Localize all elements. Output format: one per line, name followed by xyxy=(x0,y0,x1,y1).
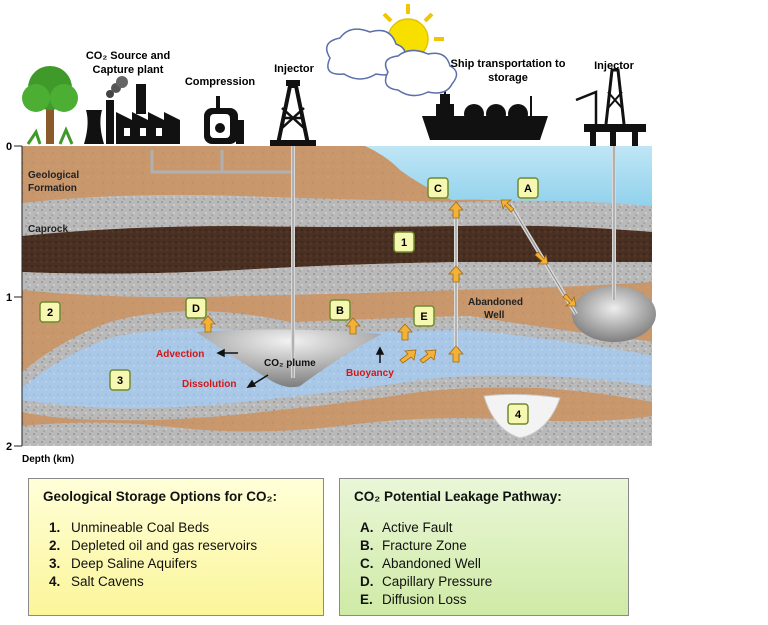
label-co2-source-1: CO₂ Source and xyxy=(86,50,170,62)
svg-text:1: 1 xyxy=(401,237,407,249)
label-ship-1: Ship transportation to xyxy=(451,58,566,70)
label-advection: Advection xyxy=(156,349,204,360)
list-item: 1.Unmineable Coal Beds xyxy=(49,520,210,535)
leakage-pathway-box: CO₂ Potential Leakage Pathway: A.Active … xyxy=(339,478,629,616)
list-item: 3.Deep Saline Aquifers xyxy=(49,556,198,571)
marker-D: D xyxy=(185,297,207,319)
marker-A: A xyxy=(517,177,539,199)
label-abandoned-well-1: Abandoned xyxy=(468,297,523,308)
list-item: 4.Salt Cavens xyxy=(49,574,144,589)
offshore-plume xyxy=(572,286,656,342)
storage-options-title: Geological Storage Options for CO₂: xyxy=(43,489,278,504)
marker-1: 1 xyxy=(393,231,415,253)
list-item: D.Capillary Pressure xyxy=(360,574,493,589)
sea xyxy=(365,146,652,210)
marker-3: 3 xyxy=(109,369,131,391)
label-caprock: Caprock xyxy=(28,224,68,235)
list-item: C.Abandoned Well xyxy=(360,556,481,571)
label-geological-formation-1: Geological xyxy=(28,170,79,181)
marker-2: 2 xyxy=(39,301,61,323)
marker-4: 4 xyxy=(507,403,529,425)
offshore-platform-icon xyxy=(575,68,646,146)
label-abandoned-well-2: Well xyxy=(484,310,505,321)
depth-tick-0: 0 xyxy=(6,141,12,153)
label-injector-right: Injector xyxy=(594,60,634,72)
list-item: 2.Depleted oil and gas reservoirs xyxy=(49,538,258,553)
list-item: E.Diffusion Loss xyxy=(360,592,467,607)
tree-icon xyxy=(22,66,78,145)
depth-tick-2: 2 xyxy=(6,441,12,453)
label-ship-2: storage xyxy=(488,72,528,84)
svg-text:A: A xyxy=(524,183,532,195)
saline-aquifer-layer xyxy=(22,328,652,409)
co2-plume xyxy=(196,329,382,388)
lower-gravel-layer xyxy=(22,262,652,298)
svg-text:2: 2 xyxy=(47,307,53,319)
marker-C: C xyxy=(427,177,449,199)
leakage-pathway-title: CO₂ Potential Leakage Pathway: xyxy=(354,489,562,504)
label-compression: Compression xyxy=(185,76,256,88)
svg-text:4: 4 xyxy=(515,409,522,421)
capture-plant-icon xyxy=(84,76,180,144)
cloud-right-icon xyxy=(384,49,458,97)
coal-bed-layer xyxy=(22,225,652,274)
flow-arrows xyxy=(216,346,385,388)
label-dissolution: Dissolution xyxy=(182,379,236,390)
label-buoyancy: Buoyancy xyxy=(346,368,394,379)
list-item: A.Active Fault xyxy=(360,520,453,535)
depth-tick-1: 1 xyxy=(6,292,12,304)
svg-text:D: D xyxy=(192,303,200,315)
label-co2-plume: CO₂ plume xyxy=(264,358,316,369)
leak-arrows xyxy=(200,199,577,364)
label-co2-source-2: Capture plant xyxy=(93,64,164,76)
label-injector-left: Injector xyxy=(274,63,314,75)
svg-text:C: C xyxy=(434,183,442,195)
depth-axis: 0 1 2 Depth (km) xyxy=(6,141,74,465)
compression-icon xyxy=(204,96,244,144)
bottom-gravel-band xyxy=(22,416,652,446)
leakage-pathway-list: A.Active Fault B.Fracture Zone C.Abandon… xyxy=(360,519,492,609)
pipeline xyxy=(150,150,292,174)
label-geological-formation-2: Formation xyxy=(28,183,77,194)
list-item: B.Fracture Zone xyxy=(360,538,467,553)
upper-gravel-layer xyxy=(22,194,652,236)
depth-axis-label: Depth (km) xyxy=(22,454,74,465)
storage-options-box: Geological Storage Options for CO₂: 1.Un… xyxy=(28,478,324,616)
ship-icon xyxy=(422,82,548,140)
svg-text:3: 3 xyxy=(117,375,123,387)
svg-text:E: E xyxy=(420,311,427,323)
injector-derrick-left-icon xyxy=(270,80,316,146)
marker-E: E xyxy=(413,305,435,327)
marker-B: B xyxy=(329,299,351,321)
storage-options-list: 1.Unmineable Coal Beds 2.Depleted oil an… xyxy=(49,519,257,591)
svg-text:B: B xyxy=(336,305,344,317)
